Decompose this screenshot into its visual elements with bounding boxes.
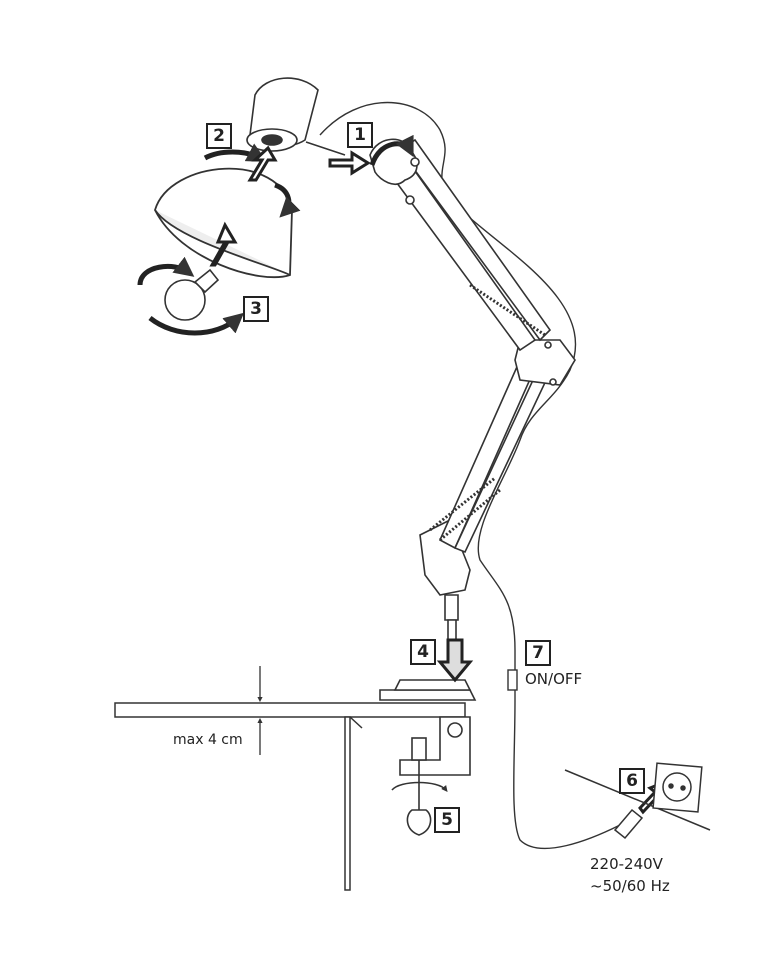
- switch-label: ON/OFF: [525, 670, 583, 688]
- step-7-badge: 7: [525, 640, 551, 666]
- lamp-arm: [369, 138, 576, 641]
- step-1-badge: 1: [347, 122, 373, 148]
- lamp-socket: [246, 77, 346, 156]
- step-2-badge: 2: [206, 123, 232, 149]
- power-cable: [319, 101, 621, 850]
- step-6-badge: 6: [619, 768, 645, 794]
- lamp-shade: [154, 167, 293, 279]
- rotation-arrows: [137, 134, 414, 336]
- step-4-badge: 4: [410, 639, 436, 665]
- table: [114, 702, 466, 891]
- voltage-label: 220-240V: [590, 855, 663, 873]
- light-bulb: [164, 268, 220, 321]
- power-plug: [613, 808, 644, 840]
- inline-switch: [507, 669, 518, 691]
- clamp-thickness-label: max 4 cm: [173, 732, 243, 748]
- wall-outlet: [564, 762, 711, 831]
- frequency-label: ~50/60 Hz: [590, 877, 670, 895]
- step-5-badge: 5: [434, 807, 460, 833]
- step-3-badge: 3: [243, 296, 269, 322]
- clamp: [379, 679, 477, 836]
- arm-springs: [429, 283, 546, 542]
